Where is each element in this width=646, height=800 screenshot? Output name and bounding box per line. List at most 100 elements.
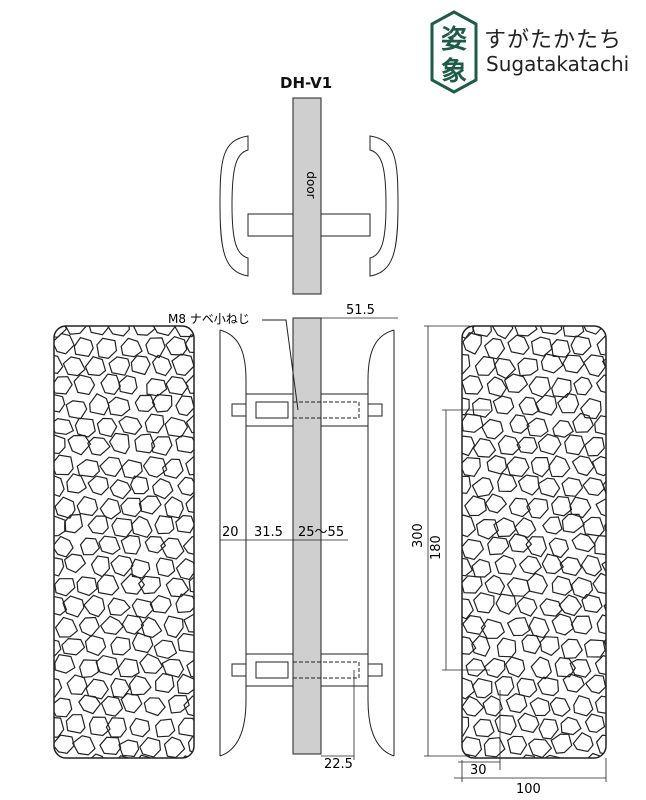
hammer-cell — [521, 634, 542, 655]
hammer-cell — [505, 693, 528, 714]
hammer-cell — [175, 593, 194, 614]
hammer-cell — [151, 393, 173, 413]
hammer-cell — [54, 638, 62, 658]
hammer-cell — [177, 476, 194, 496]
hammer-cell — [584, 713, 606, 733]
hammer-cell — [530, 457, 551, 478]
hammer-cell — [617, 498, 637, 517]
hammer-cell — [120, 497, 143, 518]
hammer-cell — [76, 495, 99, 517]
hammer-cell — [494, 554, 517, 575]
door-label: door — [304, 171, 318, 198]
hammer-cell — [581, 326, 606, 335]
hammer-cell — [84, 356, 107, 377]
hammer-cell — [582, 477, 606, 497]
hammer-cell — [494, 714, 517, 736]
hammer-cell — [144, 535, 167, 554]
hammer-cell — [54, 535, 74, 558]
hammer-cell — [160, 537, 185, 560]
hammer-cell — [134, 433, 156, 454]
hammer-cell — [550, 733, 573, 754]
hammer-cell — [473, 718, 495, 738]
hammer-cell — [54, 654, 76, 674]
hammer-cell — [66, 473, 87, 494]
hammer-cell — [513, 326, 538, 337]
hammer-cell — [96, 574, 120, 596]
hammer-cell — [187, 736, 194, 755]
hammer-cell — [167, 694, 190, 714]
hammer-cell — [583, 354, 606, 377]
hammer-cell — [110, 554, 134, 577]
hammer-cell — [134, 394, 156, 413]
hammer-cell — [207, 335, 227, 355]
hammer-cell — [516, 677, 538, 698]
hammer-cell — [88, 326, 110, 336]
hammer-cell — [539, 754, 561, 758]
hammer-cell — [110, 636, 131, 656]
hammer-cell — [154, 718, 176, 738]
hammer-cell — [105, 717, 127, 738]
hammer-cell — [601, 354, 606, 373]
hammer-cell — [495, 593, 517, 615]
hammer-cell — [560, 716, 582, 736]
hammer-cell — [462, 538, 485, 561]
hammer-cell — [483, 737, 506, 758]
hammer-cell — [79, 537, 101, 556]
hammer-cell — [562, 326, 585, 338]
hammer-cell — [486, 376, 508, 398]
hammer-cell — [529, 697, 551, 717]
hammer-cell — [154, 515, 175, 535]
hammer-cell — [99, 456, 123, 478]
hammer-cell — [591, 455, 606, 477]
hammer-cell — [117, 658, 140, 678]
hammer-cell — [78, 659, 100, 679]
hammer-cell — [185, 454, 194, 476]
hammer-cell — [107, 326, 131, 337]
hammer-cell — [198, 398, 220, 418]
hammer-cell — [208, 580, 226, 598]
hammer-cell — [618, 695, 636, 715]
hammer-cell — [620, 535, 640, 555]
hammer-cell — [528, 376, 551, 398]
hammer-cell — [100, 695, 124, 717]
hammer-cell — [475, 518, 499, 540]
hammer-cell — [538, 326, 563, 335]
hammer-cell — [483, 337, 506, 360]
hammer-cell — [491, 326, 514, 340]
hammer-cell — [596, 334, 606, 357]
dim-pitch: 180 — [429, 535, 444, 560]
hammer-cell — [616, 580, 636, 599]
hammer-cell — [608, 315, 629, 335]
hammer-cell — [76, 576, 98, 597]
hammer-cell — [494, 357, 517, 380]
hammer-cell — [595, 374, 606, 395]
hammer-cell — [87, 475, 110, 496]
hammer-cell — [540, 353, 564, 374]
svg-text:姿: 姿 — [441, 25, 467, 55]
hammer-cell — [54, 676, 63, 698]
hammer-cell — [618, 455, 639, 473]
hammer-cell — [130, 558, 151, 579]
hammer-cell — [486, 454, 508, 475]
hammer-cell — [54, 697, 73, 718]
hammer-cell — [594, 415, 606, 436]
hammer-cell — [202, 355, 220, 374]
hammer-cell — [538, 718, 559, 740]
hammer-cell — [582, 516, 605, 537]
hammer-cell — [527, 738, 553, 758]
hammer-cell — [471, 635, 491, 657]
hammer-cell — [484, 493, 508, 514]
hammer-cell — [493, 517, 517, 538]
hammer-cell — [197, 596, 218, 616]
hammer-cell — [120, 573, 146, 595]
dim-door-thickness: 25～55 — [298, 525, 344, 540]
hammer-cell — [176, 673, 194, 695]
hammer-cell — [462, 353, 471, 375]
hammer-cell — [564, 434, 586, 456]
hammer-cell — [87, 436, 111, 456]
hammer-cell — [133, 754, 154, 758]
hammer-cell — [153, 639, 178, 660]
hammer-cell — [54, 515, 67, 537]
hammer-cell — [161, 658, 185, 678]
hammer-cell — [534, 394, 558, 416]
